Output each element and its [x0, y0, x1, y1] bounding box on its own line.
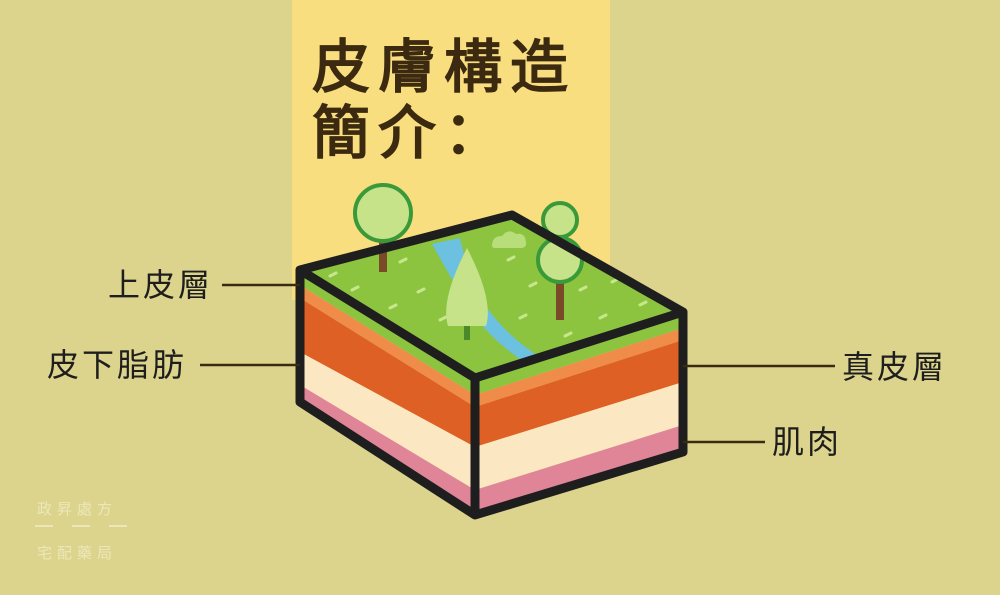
- title-line-2: 簡介：: [312, 99, 511, 167]
- bush-icon: [492, 231, 526, 248]
- pine-tree-icon: [446, 248, 488, 340]
- title-line-1: 皮膚構造: [312, 33, 577, 101]
- grass-top: [300, 215, 683, 378]
- label-dermis: 真皮層: [842, 348, 948, 386]
- leader-lines: [200, 283, 835, 444]
- watermark-line-2: 宅配藥局: [37, 544, 118, 562]
- label-muscle: 肌肉: [772, 423, 843, 461]
- watermark-line-1: 政昇處方: [37, 500, 118, 518]
- label-epidermis: 上皮層: [108, 266, 214, 304]
- label-subcutaneous-fat: 皮下脂肪: [47, 346, 188, 384]
- block-outline: [295, 210, 688, 520]
- grass-marks: [328, 255, 648, 338]
